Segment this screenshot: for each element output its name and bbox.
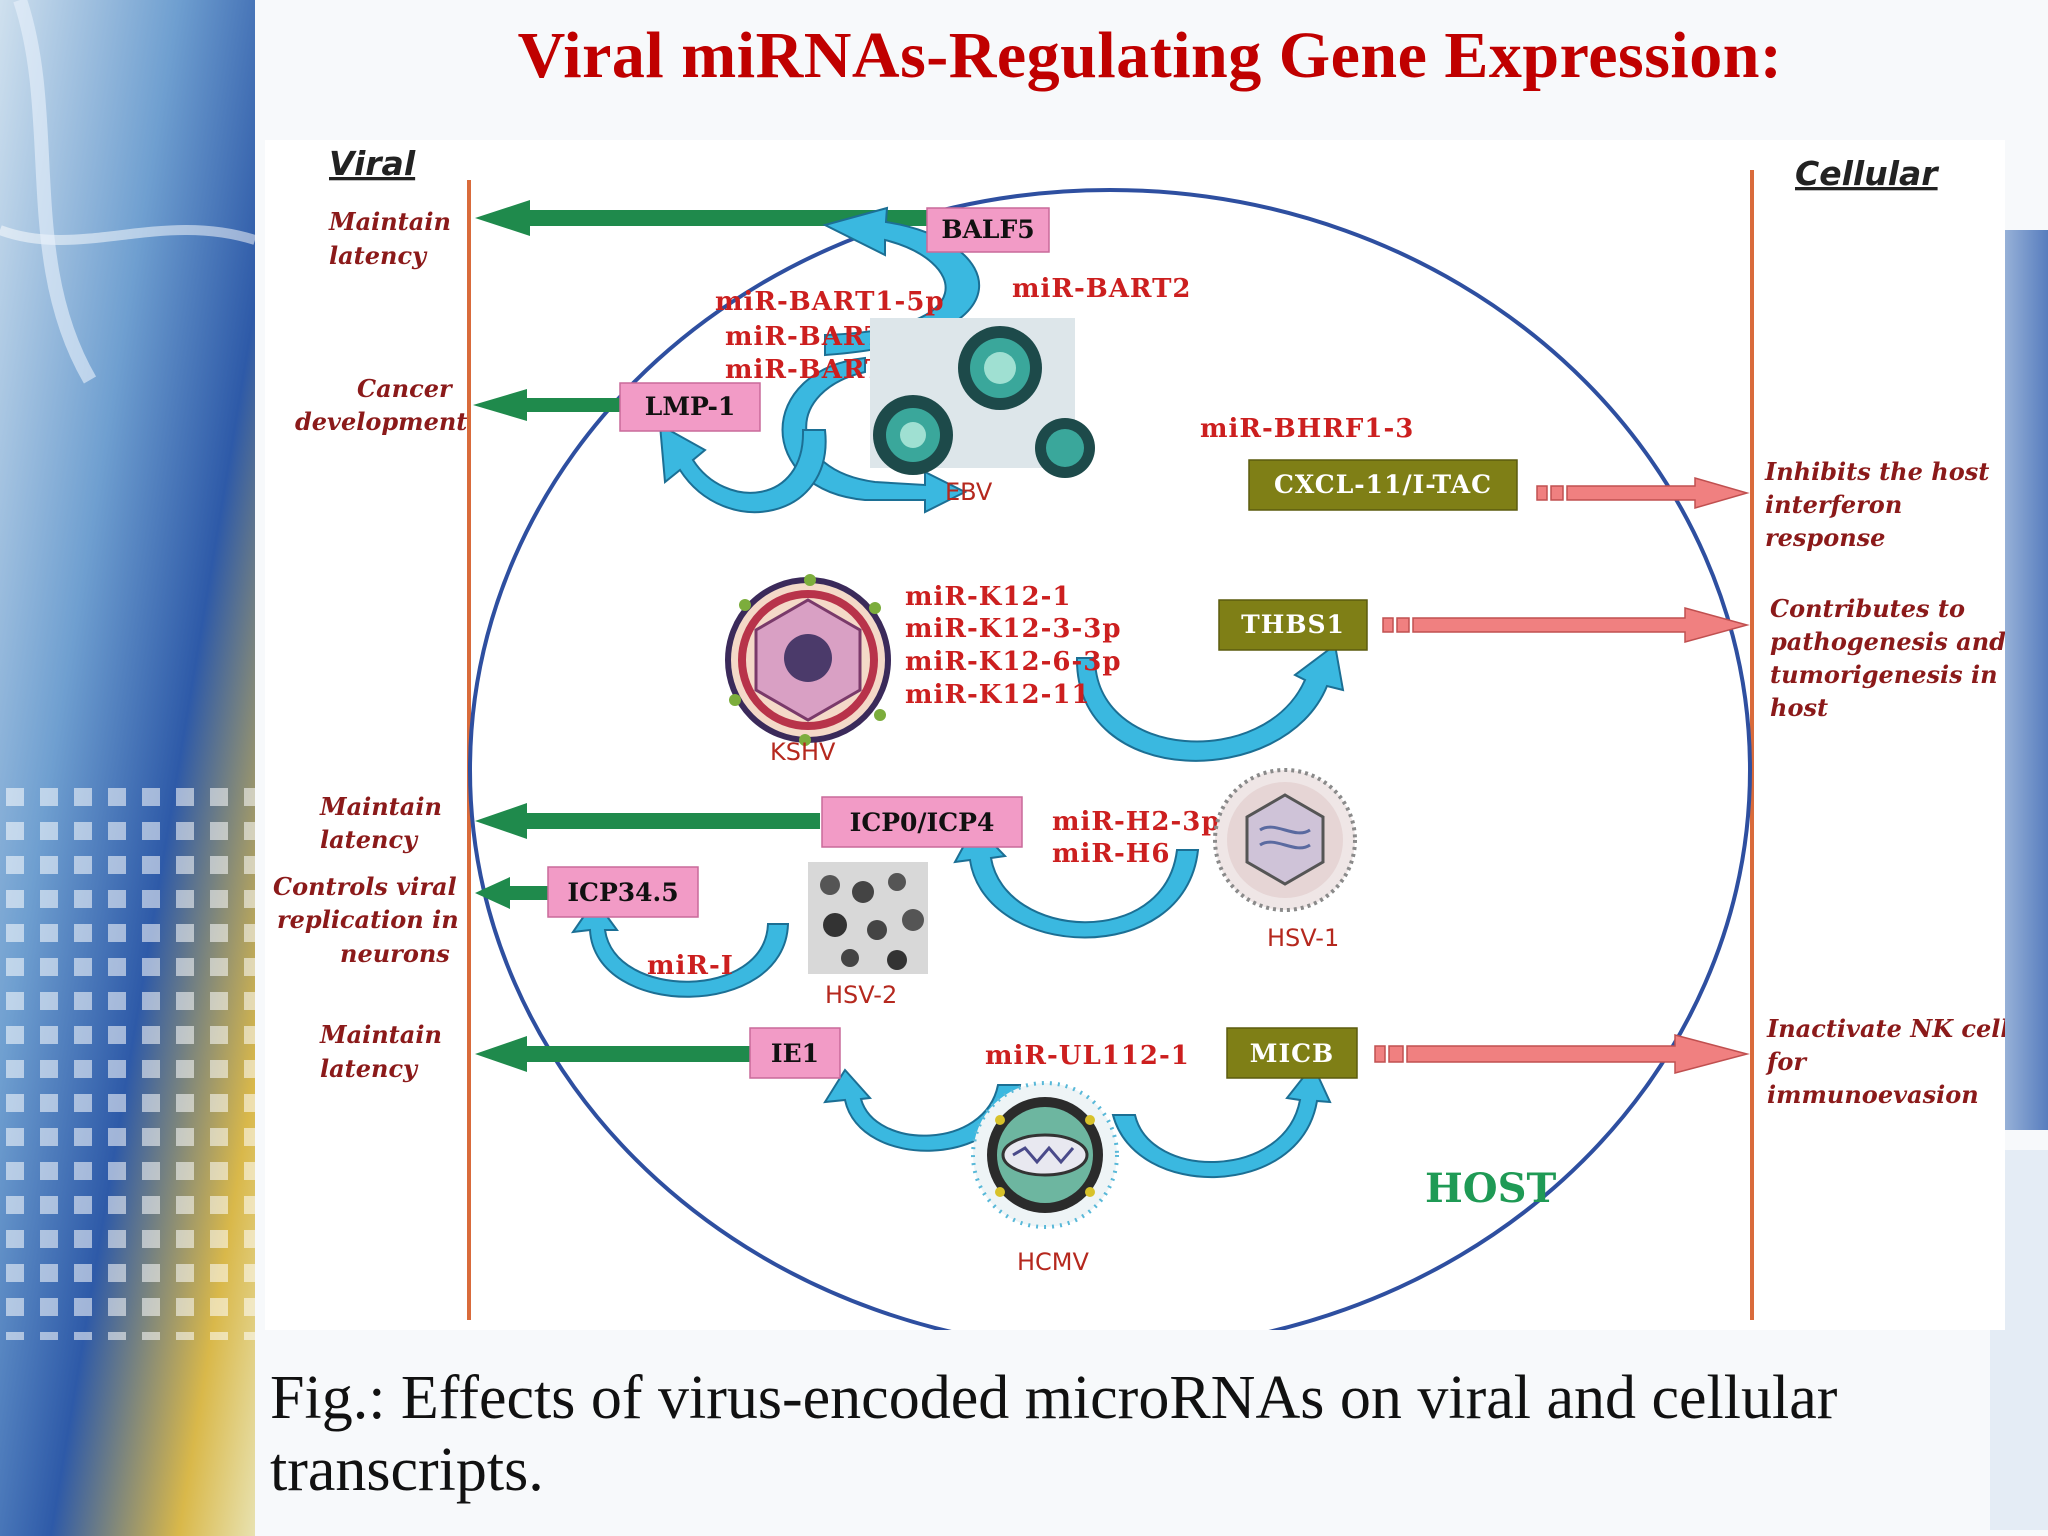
effect-line: Inhibits the host (1764, 457, 1989, 486)
ul112-left-curved-arrow (823, 1068, 1022, 1152)
arrow-cxcl-interferon (1566, 477, 1750, 509)
effect-line: Maintain (319, 792, 442, 821)
bhrf-curved-arrow (781, 356, 968, 514)
viral-arrows (473, 200, 927, 1072)
mirna-h6: miR-H6 (1052, 839, 1170, 869)
mirna-k12-6-3p: miR-K12-6-3p (905, 647, 1122, 677)
k12-curved-arrow (1075, 643, 1345, 762)
effect-line: Maintain (328, 207, 451, 236)
viral-header: Viral (329, 144, 416, 183)
effect-line: latency (320, 1054, 419, 1083)
effect-line: latency (329, 241, 428, 270)
effect-line: Maintain (319, 1020, 442, 1049)
effect-ie1: Maintain latency (319, 1020, 442, 1083)
mirna-bart2: miR-BART2 (1012, 274, 1192, 304)
effect-line: latency (320, 825, 419, 854)
host-circle (468, 188, 1752, 1330)
effect-line: Controls viral (273, 872, 457, 901)
effect-balf5: Maintain latency (328, 207, 451, 270)
arrow-balf5-latency (475, 200, 927, 236)
gene-icp345: ICP34.5 (547, 866, 699, 918)
cellular-header: Cellular (1795, 154, 1939, 193)
mirna-ul112-1: miR-UL112-1 (985, 1041, 1190, 1071)
arrow-micb-nk (1406, 1034, 1750, 1074)
mirna-mir-i: miR-I (647, 951, 734, 981)
cellular-arrows (1374, 477, 1750, 1074)
arrow-thbs1-pathogenesis (1412, 607, 1750, 643)
virus-hcmv-label: HCMV (1017, 1248, 1090, 1276)
gene-label: ICP34.5 (567, 878, 678, 907)
effect-cxcl: Inhibits the host interferon response (1764, 457, 1989, 552)
effect-line: host (1770, 693, 1828, 722)
mirna-diagram: HOST Viral Cellular Maintain latency Can… (273, 144, 2005, 1330)
arrow-lmp1-cancer (473, 389, 620, 421)
effect-line: tumorigenesis in (1770, 660, 1998, 689)
mirna-h2-3p: miR-H2-3p (1052, 807, 1221, 837)
hsv2-virus-image (808, 862, 928, 974)
gene-label: LMP-1 (645, 392, 735, 421)
gene-cxcl: CXCL-11/I-TAC (1248, 459, 1518, 511)
arrow-icp345-replication (475, 877, 548, 909)
effect-line: Inactivate NK cells (1766, 1014, 2005, 1043)
mirna-bart1-5p: miR-BART1-5p (715, 287, 945, 317)
gene-label: MICB (1250, 1039, 1334, 1068)
effect-line: for (1765, 1047, 1808, 1076)
gene-icp0: ICP0/ICP4 (821, 796, 1023, 848)
gene-balf5: BALF5 (926, 207, 1050, 253)
ul112-right-curved-arrow (1111, 1063, 1332, 1179)
hcmv-virus-image (971, 1081, 1119, 1229)
effect-line: interferon (1765, 490, 1902, 519)
gene-thbs1: THBS1 (1218, 599, 1368, 651)
virus-ebv-label: EBV (945, 478, 993, 506)
effect-line: pathogenesis and (1770, 627, 2005, 656)
mirna-bhrf1-3: miR-BHRF1-3 (1200, 414, 1414, 444)
effect-line: development (295, 407, 467, 436)
mirna-k12-1: miR-K12-1 (905, 582, 1071, 612)
effect-line: Contributes to (1770, 594, 1965, 623)
gene-micb: MICB (1226, 1027, 1358, 1079)
ebv-virus-image (870, 318, 1095, 478)
gene-label: THBS1 (1241, 610, 1345, 639)
gene-ie1: IE1 (749, 1027, 841, 1079)
host-label: HOST (1425, 1165, 1557, 1212)
virus-hsv2-label: HSV-2 (825, 981, 897, 1009)
gene-label: ICP0/ICP4 (850, 808, 995, 837)
virus-hsv1-label: HSV-1 (1267, 924, 1339, 952)
gene-label: CXCL-11/I-TAC (1274, 470, 1492, 499)
effect-line: neurons (340, 939, 450, 968)
effect-line: replication in (277, 905, 459, 934)
slide-title: Viral miRNAs-Regulating Gene Expression: (517, 19, 1783, 92)
effect-icp345: Controls viral replication in neurons (273, 872, 459, 968)
mirna-k12-3-3p: miR-K12-3-3p (905, 614, 1122, 644)
gene-label: BALF5 (941, 215, 1034, 244)
effect-lmp1: Cancer development (295, 374, 467, 436)
effect-micb: Inactivate NK cells for immunoevasion (1765, 1014, 2005, 1109)
effect-line: Cancer (357, 374, 454, 403)
kshv-virus-image (725, 574, 891, 746)
lmp1-curved-arrow (658, 423, 827, 514)
mirna-k12-11: miR-K12-11 (905, 680, 1091, 710)
effect-line: immunoevasion (1767, 1080, 1979, 1109)
effect-thbs1: Contributes to pathogenesis and tumorige… (1770, 594, 2005, 722)
arrow-icp0-latency (475, 803, 820, 839)
arrow-ie1-latency (475, 1036, 750, 1072)
figure-caption: Fig.: Effects of virus-encoded microRNAs… (270, 1364, 1838, 1504)
gene-label: IE1 (771, 1039, 819, 1068)
gene-lmp1: LMP-1 (619, 382, 761, 432)
effect-line: response (1765, 523, 1885, 552)
effect-icp0: Maintain latency (319, 792, 442, 854)
virus-kshv-label: KSHV (770, 738, 836, 766)
hsv1-virus-image (1213, 768, 1357, 912)
